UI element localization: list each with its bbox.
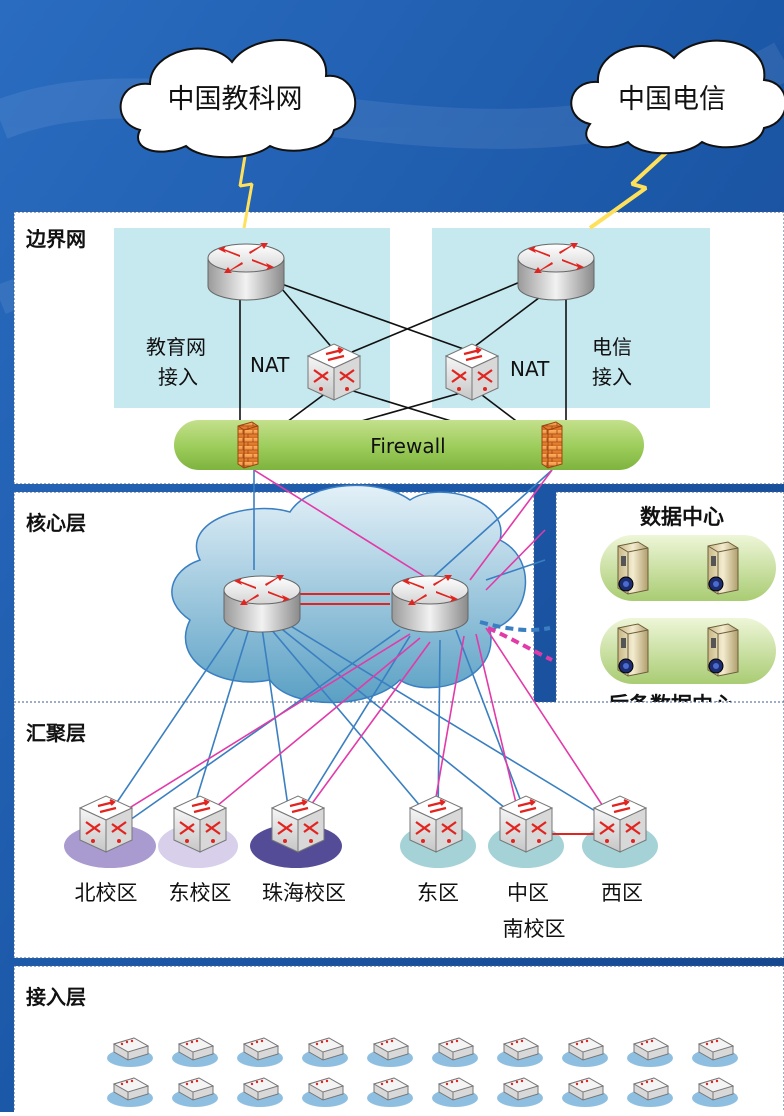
agg-switch-north-icon xyxy=(78,794,134,854)
tel-access-line1: 电信 xyxy=(592,335,632,359)
telecom-border-router-icon xyxy=(517,242,595,301)
agg-label-north: 北校区 xyxy=(75,881,138,905)
nat-right-switch-icon xyxy=(444,342,500,402)
telecom-cloud: 中国电信 xyxy=(570,39,784,155)
aggregation-panel: 汇聚层 xyxy=(13,701,784,959)
cernet-cloud: 中国教科网 xyxy=(119,39,357,159)
backup-server-1-icon xyxy=(617,623,649,677)
cernet-lightning-icon xyxy=(238,149,254,229)
edu-access-line1: 教育网 xyxy=(146,335,206,359)
agg-label-zhuhai: 珠海校区 xyxy=(262,881,346,905)
border-title: 边界网 xyxy=(25,227,86,251)
telecom-label: 中国电信 xyxy=(618,84,726,115)
agg-label-east-zone: 东区 xyxy=(417,881,459,905)
nat-left-switch-icon xyxy=(306,342,362,402)
datacenter-server-2-icon xyxy=(707,541,739,595)
agg-label-west-zone: 西区 xyxy=(601,881,643,905)
telecom-lightning-icon xyxy=(588,138,682,230)
nat-right-label: NAT xyxy=(510,357,550,381)
blue-links xyxy=(104,469,611,821)
agg-switch-west-zone-icon xyxy=(592,794,648,854)
access-title: 接入层 xyxy=(26,985,86,1009)
datacenter-primary-label: 数据中心 xyxy=(640,505,724,529)
edu-access-line2: 接入 xyxy=(158,365,198,389)
firewall-label: Firewall xyxy=(370,434,445,458)
agg-label-east: 东校区 xyxy=(169,881,232,905)
south-campus-label: 南校区 xyxy=(503,917,566,941)
aggregation-title: 汇聚层 xyxy=(26,721,86,745)
agg-switch-east-zone-icon xyxy=(408,794,464,854)
firewall-left-icon xyxy=(237,421,259,469)
tel-access-line2: 接入 xyxy=(592,365,632,389)
agg-switch-east-icon xyxy=(172,794,228,854)
core-router-right-icon xyxy=(391,574,469,633)
core-router-left-icon xyxy=(223,574,301,633)
firewall-bar: Firewall xyxy=(174,420,644,470)
agg-label-central-zone: 中区 xyxy=(507,881,549,905)
agg-switch-zhuhai-icon xyxy=(270,794,326,854)
agg-switch-central-zone-icon xyxy=(498,794,554,854)
pink-links xyxy=(109,469,613,821)
core-title: 核心层 xyxy=(26,511,86,535)
nat-left-label: NAT xyxy=(250,353,290,377)
datacenter-server-1-icon xyxy=(617,541,649,595)
cernet-border-router-icon xyxy=(207,242,285,301)
backup-server-2-icon xyxy=(707,623,739,677)
firewall-right-icon xyxy=(541,421,563,469)
datacenter-panel: 数据中心 后备数据中心 xyxy=(555,491,784,723)
cernet-label: 中国教科网 xyxy=(168,84,303,115)
